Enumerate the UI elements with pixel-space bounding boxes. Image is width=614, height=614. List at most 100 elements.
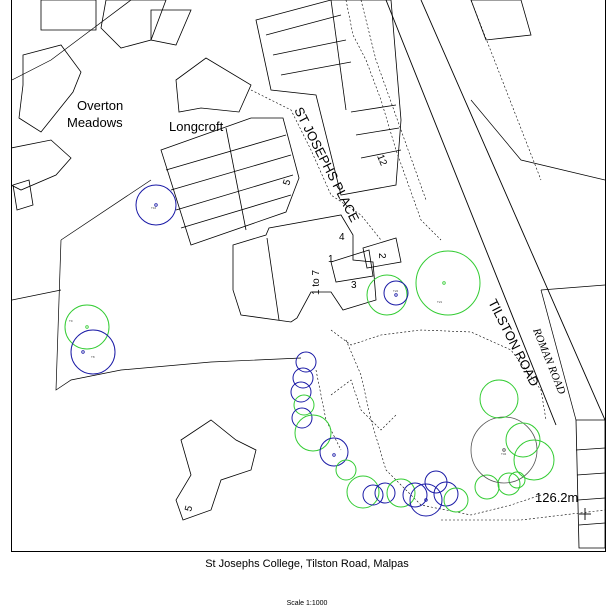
tree-canopy (409, 483, 443, 517)
house-divider (280, 61, 352, 76)
tree-canopy (295, 351, 317, 373)
label-tilston-road: TILSTON ROAD (485, 297, 542, 389)
tilston-road (385, 0, 605, 426)
tree-canopy (415, 250, 481, 316)
house-divider (350, 104, 397, 113)
tree-stems (81, 203, 506, 502)
tree-canopies (64, 184, 555, 517)
tree-tags: T16 T9 T8 T21 T22 T34 (69, 206, 507, 456)
house-divider (575, 447, 605, 451)
tree-canopy (290, 381, 312, 403)
tree-stem (332, 453, 336, 457)
tree-canopy (402, 482, 428, 508)
tree-canopy (319, 437, 349, 467)
label-house-4: 4 (339, 232, 345, 243)
tree-tag: T16 (151, 206, 157, 210)
boundary-line (60, 179, 152, 241)
house-divider (360, 149, 402, 159)
building (362, 237, 402, 269)
label-house-1: 1 (328, 254, 334, 265)
boundary-line (12, 0, 132, 81)
terrace-divider (175, 174, 294, 211)
path-dashed (315, 369, 342, 451)
house-divider (576, 472, 605, 476)
map-svg: T16 T9 T8 T21 T22 T34 Overton Meadows Lo… (12, 0, 605, 549)
boundaries (12, 0, 605, 421)
tree-stem (442, 281, 446, 285)
map-caption: St Josephs College, Tilston Road, Malpas (205, 558, 409, 570)
boundary-line (12, 289, 62, 301)
map-scale: Scale 1:1000 (286, 600, 328, 607)
tree-canopy (292, 367, 314, 389)
path-dashed (441, 509, 605, 521)
building (330, 249, 374, 283)
house-divider (578, 522, 605, 526)
site-map: T16 T9 T8 T21 T22 T34 Overton Meadows Lo… (11, 0, 606, 552)
tree-tag: T8 (91, 355, 95, 359)
tree-tag: T22 (393, 289, 399, 293)
tree-canopy (497, 472, 521, 496)
tree-tag: T21 (437, 300, 443, 304)
tree-canopy (508, 471, 526, 489)
terrace-divider (180, 194, 292, 229)
tree-stem (154, 203, 158, 207)
label-1-to-7: 1 to 7 (311, 270, 322, 295)
house-row (255, 0, 402, 196)
house-divider (272, 39, 347, 56)
building (150, 9, 192, 46)
building-complex (232, 214, 377, 323)
path-dashed (470, 0, 542, 181)
road-edge (420, 0, 605, 421)
building (12, 179, 34, 211)
tree-canopy (366, 274, 408, 316)
label-overton: Overton (77, 98, 123, 113)
tree-canopy (374, 482, 396, 504)
tree-canopy (479, 379, 519, 419)
tree-canopy (135, 184, 177, 226)
road-edge (385, 0, 557, 426)
tree-canopy (293, 394, 315, 416)
boundary-line (540, 289, 577, 421)
tree-canopy (386, 478, 416, 508)
field-boundary (55, 239, 302, 391)
house-divider (330, 0, 347, 111)
tree-tag: T34 (501, 452, 507, 456)
building (470, 0, 532, 41)
label-house-12: 12 (374, 153, 389, 168)
tree-canopy (443, 487, 469, 513)
terrace-divider (165, 134, 287, 171)
building (40, 0, 97, 31)
building (575, 419, 605, 549)
buildings (12, 0, 605, 549)
building (100, 0, 167, 49)
label-spot-height: 126.2m (535, 490, 578, 505)
tree-canopy (362, 484, 384, 506)
path-dashed (330, 379, 397, 431)
label-longcroft: Longcroft (169, 119, 224, 134)
label-house-5-lower: 5 (183, 504, 195, 513)
label-house-3: 3 (351, 280, 357, 291)
tree-stem (85, 325, 89, 329)
tree-canopy (513, 439, 555, 481)
tree-canopy (474, 474, 500, 500)
tree-canopy (294, 414, 332, 452)
building (12, 139, 72, 191)
house-divider (265, 14, 342, 36)
house-divider (577, 497, 605, 501)
label-house-2: 2 (376, 253, 387, 259)
tree-canopy (64, 304, 110, 350)
tree-canopy (505, 422, 541, 458)
path-dashed (330, 329, 547, 421)
tree-canopy (70, 329, 116, 375)
complex-divider (266, 237, 280, 321)
tree-canopy (291, 407, 313, 429)
path-dashed (250, 89, 382, 241)
label-house-5: 5 (281, 178, 293, 187)
building (175, 419, 257, 521)
terrace-divider (170, 154, 292, 191)
path-dashed (345, 0, 442, 241)
tree-canopy (470, 416, 538, 484)
label-roman-road: ROMAN ROAD (530, 326, 568, 396)
tree-stem (81, 350, 85, 354)
tree-canopy (383, 280, 409, 306)
